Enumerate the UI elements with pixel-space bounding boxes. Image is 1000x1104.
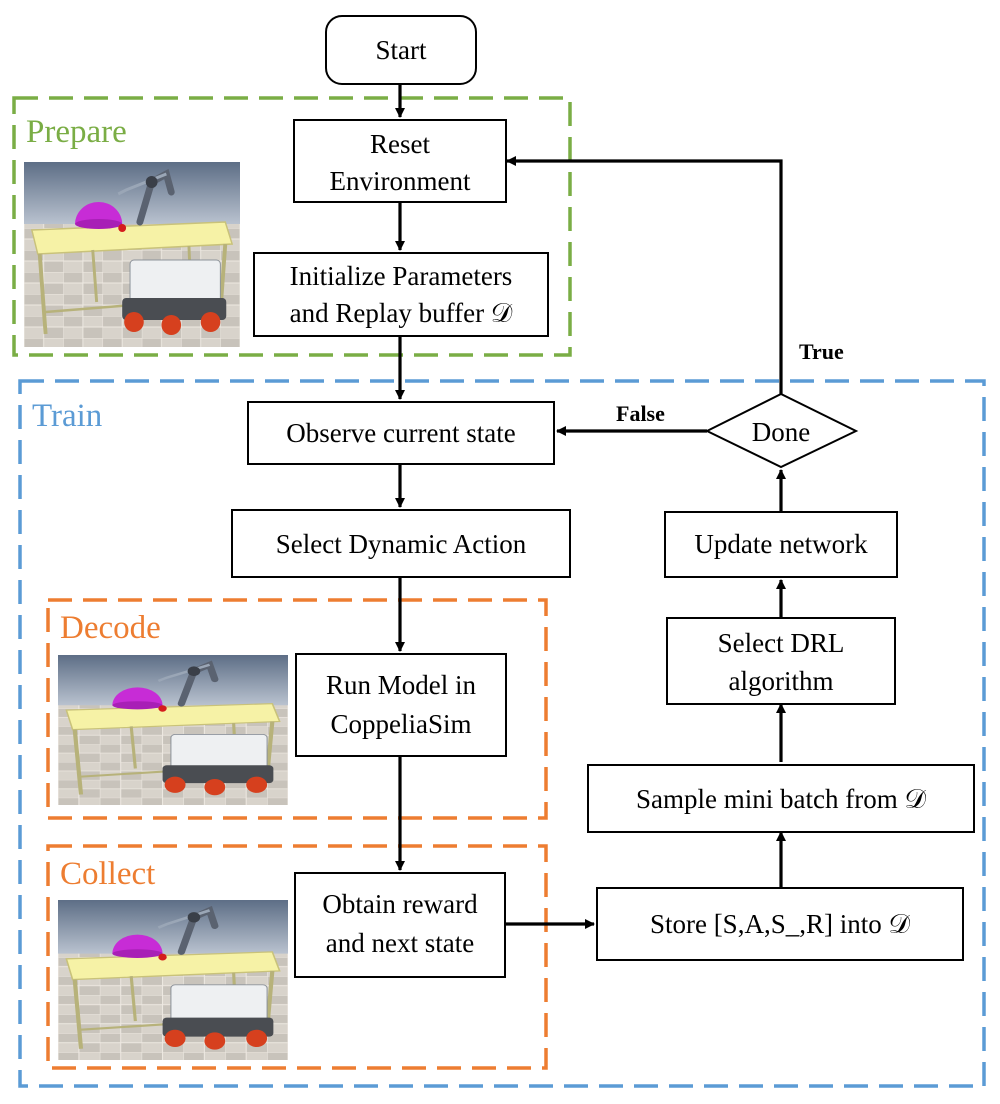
node-observe-state: Observe current state: [247, 401, 555, 465]
prepare-region-label: Prepare: [26, 114, 127, 150]
train-region-label: Train: [32, 398, 102, 434]
node-store-line-1: Store [S,A,S_,R] into 𝒟: [650, 909, 911, 939]
svg-text:Start: Start: [376, 35, 427, 65]
edge-done-reset: [506, 156, 783, 394]
svg-text:Run Model in: Run Model in: [326, 670, 477, 700]
node-reset-environment: Reset Environment: [293, 119, 507, 203]
node-obtain-line-2: and next state: [326, 928, 474, 958]
svg-text:Reset: Reset: [370, 129, 430, 159]
svg-text:Initialize Parameters: Initialize Parameters: [290, 261, 513, 291]
node-done-line-1: Done: [752, 417, 810, 447]
svg-text:Environment: Environment: [330, 166, 471, 196]
decode-region: [46, 598, 548, 820]
node-obtain-line-1: Obtain reward: [322, 889, 478, 919]
node-run-model: Run Model in CoppeliaSim: [295, 653, 507, 757]
svg-text:and next state: and next state: [326, 928, 474, 958]
node-sample-line-1: Sample mini batch from 𝒟: [636, 784, 926, 814]
collect-region-label: Collect: [60, 856, 155, 892]
node-init-line-2: and Replay buffer 𝒟: [290, 298, 513, 328]
prepare-region: [12, 96, 572, 357]
svg-text:Select DRL: Select DRL: [718, 628, 845, 658]
decode-region-label: Decode: [60, 610, 161, 646]
node-drl-line-2: algorithm: [729, 666, 834, 696]
node-init-line-1: Initialize Parameters: [290, 261, 513, 291]
decode-scene-image: [58, 655, 288, 805]
svg-text:Select Dynamic Action: Select Dynamic Action: [276, 529, 527, 559]
collect-scene-image: [58, 900, 288, 1060]
node-obtain-reward: Obtain reward and next state: [294, 872, 506, 978]
svg-text:Store [S,A,S_,R] into 𝒟: Store [S,A,S_,R] into 𝒟: [650, 909, 911, 939]
svg-text:algorithm: algorithm: [729, 666, 834, 696]
node-store-transition: Store [S,A,S_,R] into 𝒟: [596, 887, 964, 961]
node-run-line-1: Run Model in: [326, 670, 477, 700]
node-run-line-2: CoppeliaSim: [331, 709, 472, 739]
node-select-drl: Select DRL algorithm: [666, 617, 896, 705]
svg-text:and Replay buffer 𝒟: and Replay buffer 𝒟: [290, 298, 513, 328]
node-drl-line-1: Select DRL: [718, 628, 845, 658]
node-select-action-line-1: Select Dynamic Action: [276, 529, 527, 559]
svg-text:Done: Done: [752, 417, 810, 447]
node-observe-line-1: Observe current state: [286, 418, 515, 448]
node-initialize-parameters: Initialize Parameters and Replay buffer …: [253, 252, 549, 337]
svg-text:Obtain reward: Obtain reward: [322, 889, 478, 919]
node-start: Start: [325, 15, 477, 85]
svg-text:Sample mini batch from 𝒟: Sample mini batch from 𝒟: [636, 784, 926, 814]
node-update-line-1: Update network: [694, 529, 868, 559]
train-region: [18, 379, 986, 1088]
edges: [395, 84, 786, 929]
node-reset-line-2: Environment: [330, 166, 471, 196]
edge-label-true: True: [799, 339, 844, 364]
edge-label-false: False: [616, 401, 665, 426]
svg-text:CoppeliaSim: CoppeliaSim: [331, 709, 472, 739]
node-sample-minibatch: Sample mini batch from 𝒟: [587, 764, 975, 833]
prepare-scene-image: [24, 162, 240, 347]
node-done-decision: Done: [704, 392, 859, 469]
svg-text:Update network: Update network: [694, 529, 868, 559]
node-update-network: Update network: [664, 511, 898, 578]
node-select-dynamic-action: Select Dynamic Action: [231, 509, 571, 578]
collect-region: [46, 844, 548, 1070]
svg-text:Observe current state: Observe current state: [286, 418, 515, 448]
node-reset-line-1: Reset: [370, 129, 430, 159]
node-start-line-1: Start: [376, 35, 427, 65]
